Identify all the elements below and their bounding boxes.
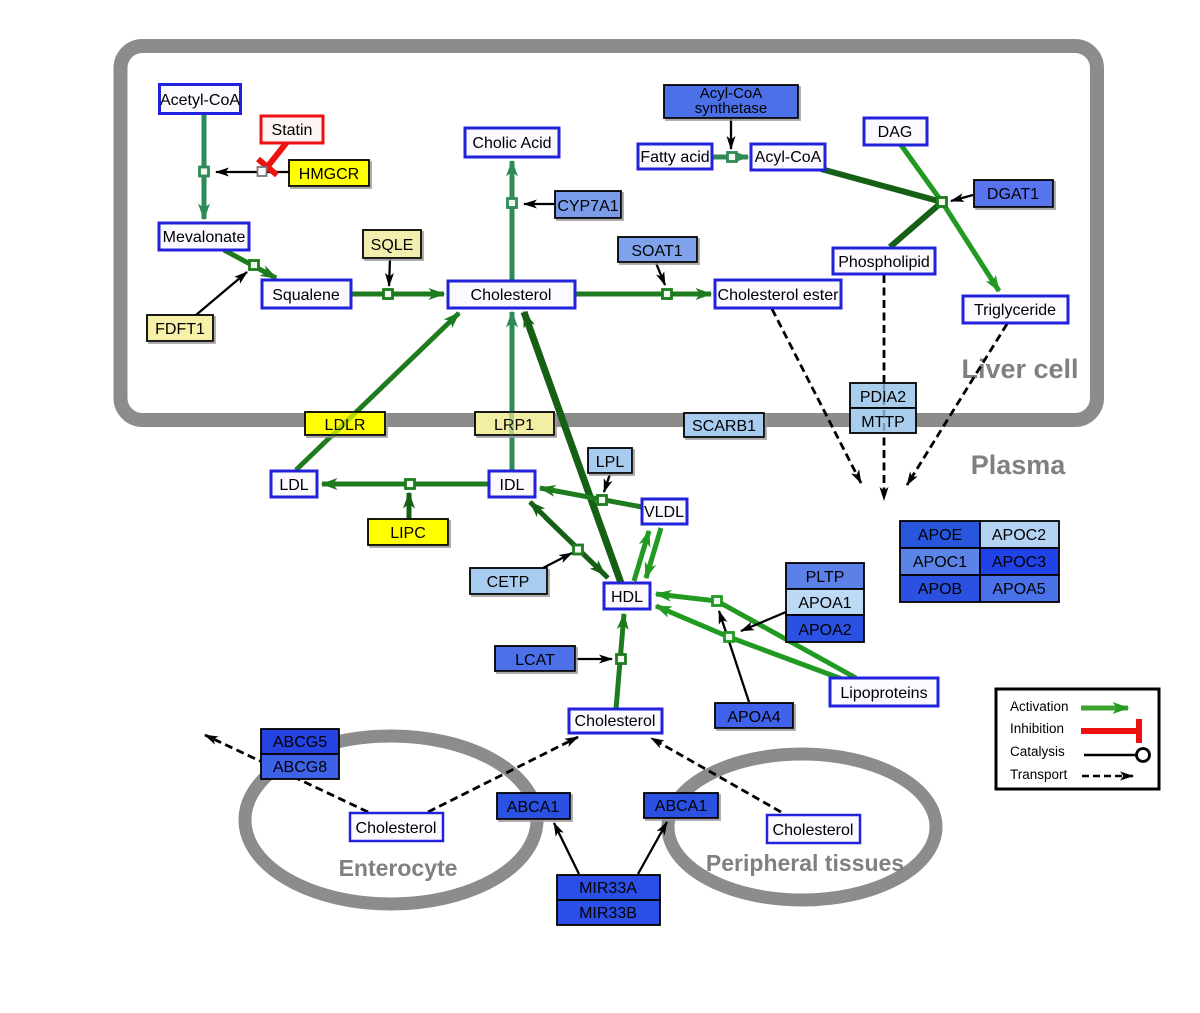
svg-text:Enterocyte: Enterocyte bbox=[339, 855, 458, 881]
svg-text:SOAT1: SOAT1 bbox=[631, 243, 682, 260]
svg-text:Cholesterol: Cholesterol bbox=[773, 822, 854, 839]
svg-text:Cholesterol: Cholesterol bbox=[471, 287, 552, 304]
svg-text:HMGCR: HMGCR bbox=[299, 166, 359, 183]
svg-text:CETP: CETP bbox=[487, 574, 530, 591]
svg-text:ABCG5: ABCG5 bbox=[273, 734, 327, 751]
svg-text:PDIA2: PDIA2 bbox=[860, 389, 906, 406]
svg-text:APOA2: APOA2 bbox=[798, 622, 851, 639]
svg-text:LCAT: LCAT bbox=[515, 652, 555, 669]
svg-text:ABCG8: ABCG8 bbox=[273, 759, 327, 776]
svg-text:SQLE: SQLE bbox=[371, 237, 414, 254]
svg-text:APOB: APOB bbox=[918, 581, 962, 598]
svg-text:Cholic Acid: Cholic Acid bbox=[472, 135, 551, 152]
svg-text:Cholesterol: Cholesterol bbox=[575, 713, 656, 730]
svg-text:Plasma: Plasma bbox=[971, 450, 1067, 480]
svg-text:APOC2: APOC2 bbox=[992, 527, 1046, 544]
svg-text:Liver cell: Liver cell bbox=[961, 354, 1078, 384]
svg-text:MTTP: MTTP bbox=[861, 414, 905, 431]
svg-text:APOE: APOE bbox=[918, 527, 962, 544]
svg-text:APOC3: APOC3 bbox=[992, 554, 1046, 571]
svg-text:LDLR: LDLR bbox=[325, 417, 366, 434]
svg-text:Inhibition: Inhibition bbox=[1010, 721, 1064, 736]
svg-text:LDL: LDL bbox=[279, 477, 308, 494]
svg-text:Triglyceride: Triglyceride bbox=[974, 302, 1056, 319]
svg-text:Lipoproteins: Lipoproteins bbox=[840, 685, 927, 702]
svg-text:Mevalonate: Mevalonate bbox=[163, 229, 246, 246]
svg-text:APOA1: APOA1 bbox=[798, 595, 851, 612]
svg-text:LRP1: LRP1 bbox=[494, 417, 534, 434]
svg-text:SCARB1: SCARB1 bbox=[692, 418, 756, 435]
svg-text:Statin: Statin bbox=[272, 122, 313, 139]
svg-text:Activation: Activation bbox=[1010, 699, 1069, 714]
svg-text:Squalene: Squalene bbox=[272, 287, 340, 304]
svg-text:DAG: DAG bbox=[878, 124, 913, 141]
svg-text:FDFT1: FDFT1 bbox=[155, 321, 205, 338]
svg-text:DGAT1: DGAT1 bbox=[987, 186, 1039, 203]
svg-text:APOA4: APOA4 bbox=[727, 709, 780, 726]
svg-text:APOC1: APOC1 bbox=[913, 554, 967, 571]
svg-text:APOA5: APOA5 bbox=[992, 581, 1045, 598]
svg-text:LPL: LPL bbox=[596, 454, 625, 471]
svg-text:Peripheral tissues: Peripheral tissues bbox=[706, 850, 904, 876]
svg-text:CYP7A1: CYP7A1 bbox=[557, 198, 618, 215]
svg-text:MIR33B: MIR33B bbox=[579, 905, 637, 922]
svg-text:HDL: HDL bbox=[611, 589, 643, 606]
svg-text:MIR33A: MIR33A bbox=[579, 880, 637, 897]
svg-text:Phospholipid: Phospholipid bbox=[838, 254, 930, 271]
svg-text:ABCA1: ABCA1 bbox=[655, 798, 708, 815]
svg-text:Fatty acid: Fatty acid bbox=[640, 149, 709, 166]
svg-text:Acetyl-CoA: Acetyl-CoA bbox=[160, 92, 240, 109]
svg-text:Acyl-CoA: Acyl-CoA bbox=[700, 85, 763, 102]
svg-text:VLDL: VLDL bbox=[644, 504, 684, 521]
svg-text:Transport: Transport bbox=[1010, 767, 1068, 782]
svg-text:Catalysis: Catalysis bbox=[1010, 744, 1065, 759]
svg-text:synthetase: synthetase bbox=[695, 100, 768, 117]
svg-text:ABCA1: ABCA1 bbox=[507, 799, 560, 816]
svg-text:Cholesterol: Cholesterol bbox=[356, 820, 437, 837]
svg-text:Acyl-CoA: Acyl-CoA bbox=[755, 149, 822, 166]
svg-text:IDL: IDL bbox=[500, 477, 525, 494]
svg-text:Cholesterol ester: Cholesterol ester bbox=[718, 287, 840, 304]
svg-text:PLTP: PLTP bbox=[806, 569, 845, 586]
svg-text:LIPC: LIPC bbox=[390, 525, 426, 542]
